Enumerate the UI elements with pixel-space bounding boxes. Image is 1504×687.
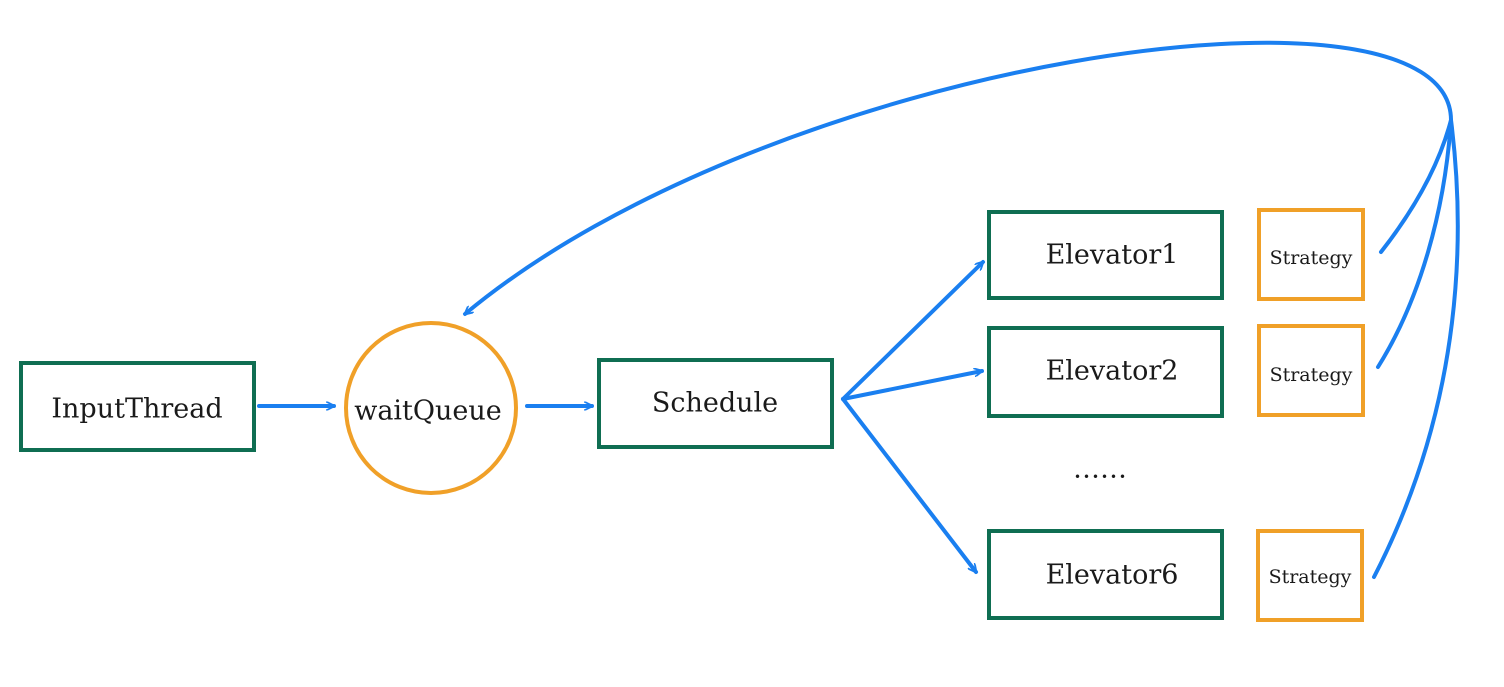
feedback-strategy-2 xyxy=(1376,118,1453,369)
strategy-1-box xyxy=(1257,208,1365,301)
feedback-strategy-6 xyxy=(1372,118,1460,579)
arrow-schedule-to-elevator-2 xyxy=(841,371,984,401)
input-thread-label: InputThread xyxy=(51,394,222,425)
schedule-label: Schedule xyxy=(652,388,778,419)
schedule-box xyxy=(597,358,834,449)
elevator-6-box xyxy=(987,529,1224,620)
elevator-6-label: Elevator6 xyxy=(1046,560,1179,591)
elevator-1-label: Elevator1 xyxy=(1046,240,1179,271)
arrow-schedule-to-elevator-6 xyxy=(841,397,978,574)
strategy-6-box xyxy=(1256,529,1364,622)
strategy-2-box xyxy=(1257,324,1365,417)
ellipsis-label: …… xyxy=(1073,454,1127,485)
strategy-6-label: Strategy xyxy=(1269,566,1352,588)
elevator-2-box xyxy=(987,326,1224,418)
strategy-1-label: Strategy xyxy=(1270,247,1353,269)
elevator-1-box xyxy=(987,210,1224,300)
arrow-schedule-to-elevator-1 xyxy=(841,260,985,401)
wait-queue-node xyxy=(344,321,518,495)
feedback-strategy-1 xyxy=(1379,118,1453,254)
strategy-2-label: Strategy xyxy=(1270,364,1353,386)
input-thread-box xyxy=(19,361,256,452)
feedback-arrow-to-queue xyxy=(463,40,1453,316)
elevator-2-label: Elevator2 xyxy=(1046,356,1179,387)
wait-queue-label: waitQueue xyxy=(354,396,502,427)
